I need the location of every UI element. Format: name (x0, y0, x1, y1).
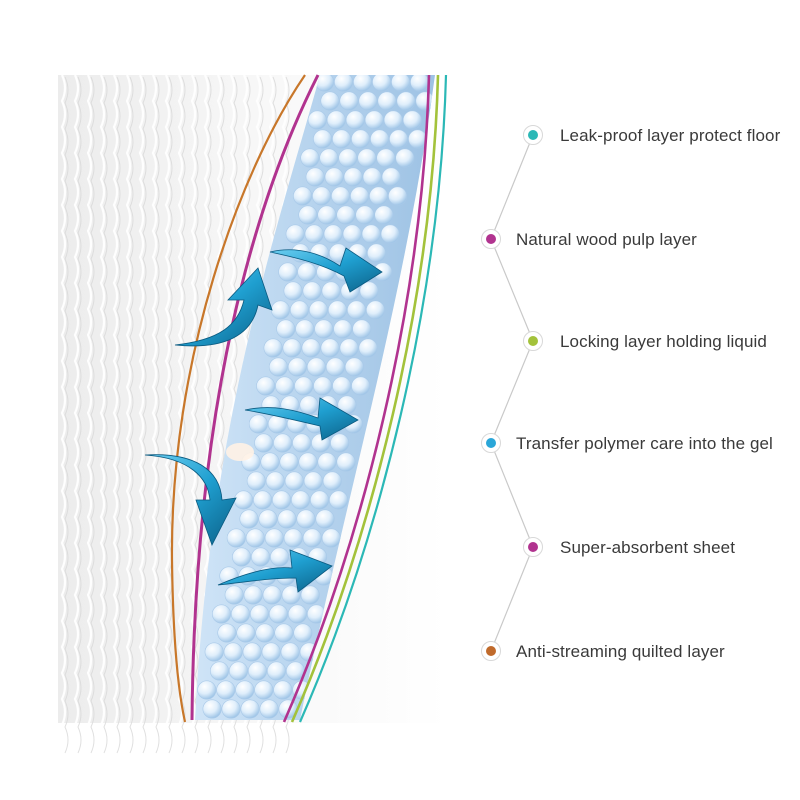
bullet-dot-icon (481, 229, 501, 249)
green-layer-line (290, 74, 440, 723)
label-super-absorbent-sheet: Super-absorbent sheet (560, 538, 736, 557)
label-locking-layer: Locking layer holding liquid (560, 332, 767, 351)
curved-arrow-down-icon (144, 454, 237, 547)
label-leak-proof-layer: Leak-proof layer protect floor (560, 126, 781, 145)
bullet-dot-icon (481, 641, 501, 661)
arrow-right-icon (269, 247, 383, 293)
label-anti-streaming-layer: Anti-streaming quilted layer (516, 642, 725, 661)
label-transfer-polymer: Transfer polymer care into the gel (516, 434, 773, 453)
bullet-dot-icon (523, 331, 543, 351)
arrow-right-icon (244, 397, 359, 441)
bullet-dot-icon (523, 125, 543, 145)
flow-arrows (144, 247, 383, 593)
magenta-right-layer-line (282, 74, 431, 723)
connector-line (490, 134, 534, 652)
arrow-right-icon (217, 549, 333, 593)
bullet-dot-icon (523, 537, 543, 557)
bullet-dot-icon (481, 433, 501, 453)
curved-arrow-up-icon (174, 267, 273, 347)
absorbent-core (195, 75, 435, 720)
teal-layer-line (298, 74, 448, 723)
label-wood-pulp-layer: Natural wood pulp layer (516, 230, 697, 249)
